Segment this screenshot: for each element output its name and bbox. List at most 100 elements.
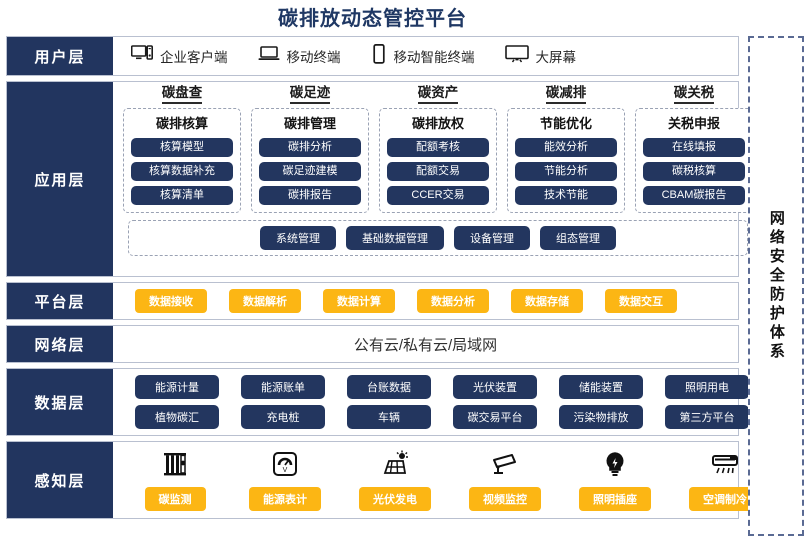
data-item[interactable]: 第三方平台 [665,405,749,429]
network-description: 公有云/私有云/局域网 [353,336,498,354]
layer-body-network: 公有云/私有云/局域网 [113,326,738,362]
data-item[interactable]: 储能装置 [559,375,643,399]
platform-item[interactable]: 数据解析 [229,289,301,313]
sense-item-label: 能源表计 [249,487,321,511]
app-module-button[interactable]: 碳排分析 [259,137,361,157]
lightbulb-socket-icon [602,449,628,479]
user-item-large-screen[interactable]: 大屏幕 [504,44,577,68]
application-footer-group: 系统管理 基础数据管理 设备管理 组态管理 [128,220,748,257]
app-module-button[interactable]: 碳排报告 [259,186,361,206]
carbon-monitor-icon [160,449,190,479]
data-item-grid: 能源计量 能源账单 台账数据 光伏装置 储能装置 照明用电 植物碳汇 充电桩 车… [113,369,749,435]
data-item[interactable]: 照明用电 [665,375,749,399]
data-item[interactable]: 台账数据 [347,375,431,399]
solar-panel-icon [379,449,411,479]
data-item[interactable]: 污染物排放 [559,405,643,429]
sense-item-carbon-monitor[interactable]: 碳监测 [133,449,217,511]
app-group-box: 碳排核算 核算模型 核算数据补充 核算清单 [123,107,241,214]
air-conditioner-icon [709,449,741,479]
app-group-box: 碳排管理 碳排分析 碳足迹建模 碳排报告 [251,107,369,214]
app-footer-button[interactable]: 组态管理 [540,226,616,251]
data-row: 植物碳汇 充电桩 车辆 碳交易平台 污染物排放 第三方平台 [135,405,749,429]
data-item[interactable]: 能源账单 [241,375,325,399]
large-screen-icon [504,44,529,68]
app-group-subtitle: 碳排管理 [283,115,336,131]
app-group-title: 碳减排 [545,85,587,104]
user-item-label: 移动智能终端 [393,50,475,65]
data-item[interactable]: 植物碳汇 [135,405,219,429]
sense-item-label: 碳监测 [144,487,206,511]
user-item-enterprise-client[interactable]: 企业客户端 [130,45,228,67]
app-footer-button[interactable]: 设备管理 [454,226,530,251]
app-module-button[interactable]: 核算数据补充 [131,161,233,182]
app-footer-button[interactable]: 系统管理 [260,226,336,251]
smartphone-icon [371,43,387,69]
svg-text:V: V [283,467,288,474]
data-row: 能源计量 能源账单 台账数据 光伏装置 储能装置 照明用电 [135,375,749,399]
layer-body-user: 企业客户端 移动终端 移动智能终端 [113,37,738,75]
app-group-subtitle: 节能优化 [539,115,592,131]
page-title: 碳排放动态管控平台 [278,8,467,30]
app-module-button[interactable]: 在线填报 [643,137,745,157]
data-item[interactable]: 碳交易平台 [453,405,537,429]
security-band: 网络安全防护体系 [748,36,804,536]
layer-label-platform: 平台层 [7,283,113,319]
layer-body-application: 碳盘查 碳排核算 核算模型 核算数据补充 核算清单 碳足迹 碳排管理 碳排分析 [113,82,763,276]
app-module-button[interactable]: 配额考核 [387,137,489,157]
app-group-carbon-reduction: 碳减排 节能优化 能效分析 节能分析 技术节能 [507,85,625,214]
app-module-button[interactable]: 核算模型 [131,137,233,157]
app-group-box: 节能优化 能效分析 节能分析 技术节能 [507,107,625,214]
app-module-button[interactable]: 技术节能 [515,186,617,206]
sense-item-video-surveillance[interactable]: 视频监控 [463,449,547,511]
platform-item[interactable]: 数据交互 [605,289,677,313]
app-group-box: 关税申报 在线填报 碳税核算 CBAM碳报告 [635,107,753,214]
sense-item-label: 光伏发电 [359,487,431,511]
layer-data: 数据层 能源计量 能源账单 台账数据 光伏装置 储能装置 照明用电 植物碳汇 充… [6,368,749,436]
app-module-button[interactable]: 核算清单 [131,186,233,206]
layer-application: 应用层 碳盘查 碳排核算 核算模型 核算数据补充 核算清单 碳足迹 [6,81,753,277]
sense-item-solar-power[interactable]: 光伏发电 [353,449,437,511]
platform-item[interactable]: 数据存储 [511,289,583,313]
app-group-carbon-footprint: 碳足迹 碳排管理 碳排分析 碳足迹建模 碳排报告 [251,85,369,214]
app-module-button[interactable]: CCER交易 [387,186,489,206]
data-item[interactable]: 车辆 [347,405,431,429]
sense-item-lighting-socket[interactable]: 照明插座 [573,449,657,511]
data-item[interactable]: 充电桩 [241,405,325,429]
sense-item-energy-meter[interactable]: V 能源表计 [243,449,327,511]
data-item[interactable]: 光伏装置 [453,375,537,399]
application-group-list: 碳盘查 碳排核算 核算模型 核算数据补充 核算清单 碳足迹 碳排管理 碳排分析 [123,85,753,214]
app-module-button[interactable]: 能效分析 [515,137,617,157]
user-item-smart-mobile-terminal[interactable]: 移动智能终端 [371,43,475,69]
app-module-button[interactable]: 节能分析 [515,161,617,182]
sense-item-list: 碳监测 V 能源表计 光伏发电 [113,449,767,511]
platform-item-list: 数据接收 数据解析 数据计算 数据分析 数据存储 数据交互 [113,289,677,313]
user-item-label: 大屏幕 [535,50,577,65]
data-item[interactable]: 能源计量 [135,375,219,399]
app-group-carbon-tariff: 碳关税 关税申报 在线填报 碳税核算 CBAM碳报告 [635,85,753,214]
app-module-button[interactable]: 配额交易 [387,161,489,182]
layer-body-sense: 碳监测 V 能源表计 光伏发电 [113,442,767,518]
sense-item-label: 照明插座 [579,487,651,511]
platform-item[interactable]: 数据计算 [323,289,395,313]
platform-item[interactable]: 数据接收 [135,289,207,313]
app-group-title: 碳资产 [417,85,459,104]
user-item-mobile-terminal[interactable]: 移动终端 [258,45,341,67]
app-group-title: 碳关税 [673,85,715,104]
layer-label-sense: 感知层 [7,442,113,518]
layer-network: 网络层 公有云/私有云/局域网 [6,325,739,363]
user-item-label: 企业客户端 [160,50,228,65]
energy-meter-icon: V [270,449,300,479]
layer-label-application: 应用层 [7,82,113,276]
app-module-button[interactable]: CBAM碳报告 [643,186,745,206]
layer-stack: 用户层 企业客户端 移动终端 [6,36,761,536]
app-footer-button[interactable]: 基础数据管理 [346,226,444,251]
app-group-subtitle: 碳排核算 [155,115,208,131]
layer-body-platform: 数据接收 数据解析 数据计算 数据分析 数据存储 数据交互 [113,283,738,319]
app-group-carbon-asset: 碳资产 碳排放权 配额考核 配额交易 CCER交易 [379,85,497,214]
sense-item-label: 视频监控 [469,487,541,511]
platform-item[interactable]: 数据分析 [417,289,489,313]
layer-label-data: 数据层 [7,369,113,435]
app-module-button[interactable]: 碳税核算 [643,161,745,182]
app-module-button[interactable]: 碳足迹建模 [259,161,361,182]
